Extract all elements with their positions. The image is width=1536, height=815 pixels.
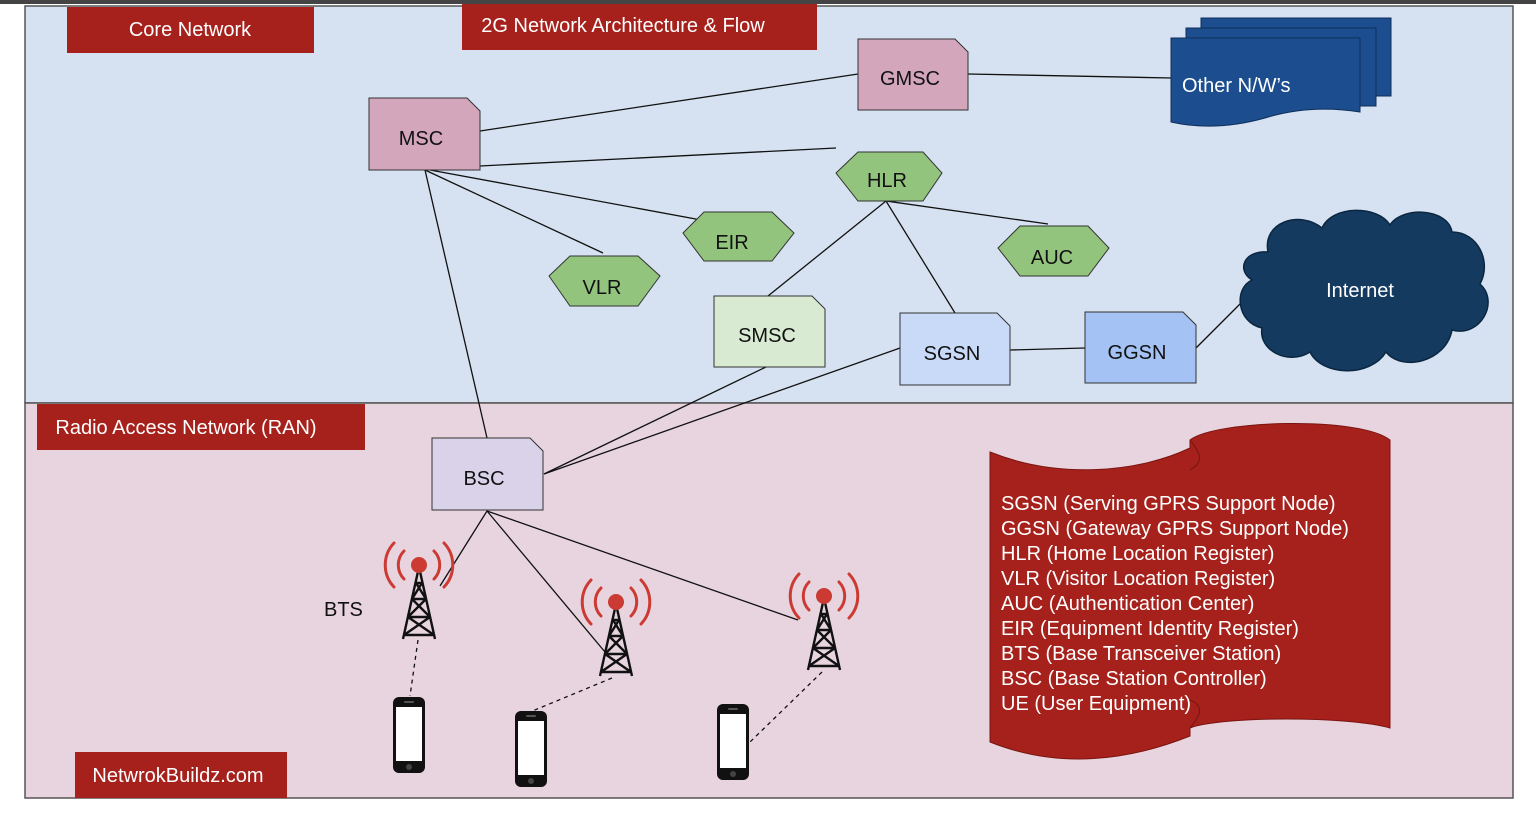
ran-label-box [37, 404, 365, 450]
link-bsc-smsc [543, 365, 769, 475]
bts-label: BTS [324, 599, 363, 621]
link-msc-bsc [424, 169, 488, 439]
auc-label: AUC [1031, 247, 1073, 269]
gmsc-node: GMSC [857, 38, 969, 111]
eir-node: EIR [682, 211, 795, 262]
link-msc-hlr [479, 147, 837, 167]
sgsn-label: SGSN [924, 343, 981, 365]
link-bsc-bts2 [486, 510, 606, 653]
vlr-node: VLR [548, 255, 661, 307]
other-networks-label: Other N/W’s [1182, 75, 1291, 97]
link-bsc-sgsn [543, 347, 901, 475]
legend-item-sgsn: SGSN (Serving GPRS Support Node) [1001, 493, 1336, 515]
legend-item-bts: BTS (Base Transceiver Station) [1001, 643, 1281, 665]
legend-item-ue: UE (User Equipment) [1001, 693, 1191, 715]
legend-item-hlr: HLR (Home Location Register) [1001, 543, 1274, 565]
radio-link-2 [529, 677, 613, 713]
ran-label: Radio Access Network (RAN) [55, 417, 316, 439]
sgsn-node: SGSN [899, 312, 1011, 386]
ggsn-label: GGSN [1108, 342, 1167, 364]
window-top-bar [0, 0, 1536, 4]
gmsc-label: GMSC [880, 68, 940, 90]
connection-lines [424, 73, 1253, 653]
link-hlr-smsc [767, 200, 887, 297]
legend-item-eir: EIR (Equipment Identity Register) [1001, 618, 1299, 640]
link-bsc-bts1 [439, 510, 488, 587]
msc-label: MSC [399, 128, 443, 150]
link-msc-gmsc [479, 73, 859, 132]
other-networks-node: Other N/W’s [1170, 17, 1392, 127]
title-box [462, 4, 817, 50]
core-network-label-box [67, 7, 314, 53]
link-hlr-auc [885, 200, 1049, 225]
ue-phone-3 [717, 704, 749, 780]
ue-phone-1 [393, 697, 425, 773]
radio-links [409, 639, 823, 743]
ggsn-node: GGSN [1084, 311, 1197, 384]
hlr-node: HLR [835, 151, 943, 202]
link-hlr-sgsn [885, 200, 956, 314]
bsc-node: BSC [431, 437, 544, 511]
legend-item-ggsn: GGSN (Gateway GPRS Support Node) [1001, 518, 1349, 540]
bsc-label: BSC [463, 468, 504, 490]
core-network-label: Core Network [129, 19, 252, 41]
link-bsc-bts3 [486, 510, 799, 621]
radio-link-1 [409, 639, 419, 697]
radio-link-3 [749, 671, 823, 743]
smsc-label: SMSC [738, 325, 796, 347]
link-msc-vlr [424, 169, 604, 254]
ue-phone-2 [515, 711, 547, 787]
link-msc-eir [429, 169, 713, 223]
hlr-label: HLR [867, 170, 907, 192]
internet-label: Internet [1326, 280, 1394, 302]
smsc-node: SMSC [713, 295, 826, 368]
link-gmsc-other-networks [967, 73, 1173, 79]
legend-item-auc: AUC (Authentication Center) [1001, 593, 1254, 615]
msc-node: MSC [368, 97, 481, 171]
eir-label: EIR [715, 232, 748, 254]
internet-cloud: Internet [1239, 209, 1489, 372]
auc-node: AUC [997, 225, 1110, 277]
legend-item-vlr: VLR (Visitor Location Register) [1001, 568, 1275, 590]
link-sgsn-ggsn [1009, 347, 1086, 351]
vlr-label: VLR [583, 277, 622, 299]
footer-label: NetwrokBuildz.com [92, 765, 263, 787]
legend-item-bsc: BSC (Base Station Controller) [1001, 668, 1267, 690]
diagram-title: 2G Network Architecture & Flow [481, 15, 765, 37]
legend-scroll: SGSN (Serving GPRS Support Node) GGSN (G… [989, 422, 1391, 760]
footer-label-box [75, 752, 287, 798]
